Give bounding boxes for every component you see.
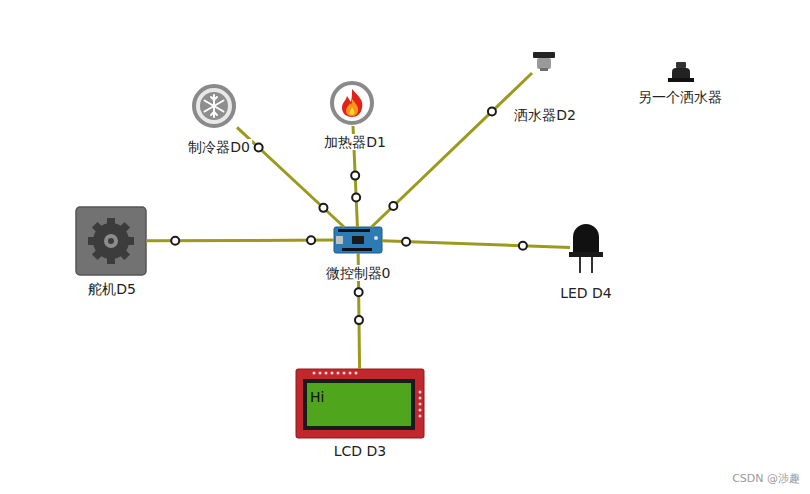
lcd-board — [296, 369, 424, 438]
device-label: LCD D3 — [332, 443, 389, 459]
heater-icon — [332, 83, 372, 123]
device-label: 另一个洒水器 — [636, 89, 724, 105]
cooler-node: 制冷器D0 — [191, 83, 237, 129]
sprinkler-node: 洒水器D2 — [532, 50, 556, 73]
microcontroller-board — [334, 227, 382, 253]
watermark: CSDN @涉趣 — [732, 471, 800, 486]
wire-joint — [255, 144, 263, 152]
wire-joint — [519, 242, 527, 250]
wire-joint — [352, 194, 360, 202]
wire-joint — [351, 172, 359, 180]
lcd-node: HiLCD D3 — [296, 369, 424, 438]
cooler-icon — [194, 86, 234, 126]
screen-text: Hi — [310, 389, 324, 405]
heater-node: 加热器D1 — [329, 80, 375, 126]
device-label: 制冷器D0 — [186, 139, 252, 155]
wire-joint — [319, 204, 327, 212]
wire-joint — [488, 107, 496, 115]
servo-icon — [76, 207, 146, 275]
wire-joint — [171, 237, 179, 245]
device-label: LED D4 — [558, 285, 614, 301]
wire-joint — [307, 236, 315, 244]
led-node: LED D4 — [570, 222, 604, 274]
sprinkler-icon — [533, 52, 555, 71]
sprinkler-node: 另一个洒水器 — [667, 60, 695, 84]
wire-joint — [355, 288, 363, 296]
device-label: 微控制器0 — [324, 265, 393, 281]
device-label: 洒水器D2 — [512, 107, 578, 123]
wire-connector — [372, 73, 532, 227]
led-icon — [569, 224, 603, 273]
servo-node: 舵机D5 — [76, 207, 146, 275]
wire-joint — [402, 238, 410, 246]
microcontroller-node: 微控制器0 — [334, 227, 382, 253]
wire-joint — [355, 316, 363, 324]
sprinkler-icon — [668, 62, 694, 82]
device-label: 加热器D1 — [322, 134, 388, 150]
device-label: 舵机D5 — [86, 281, 138, 297]
wire-joint — [389, 202, 397, 210]
